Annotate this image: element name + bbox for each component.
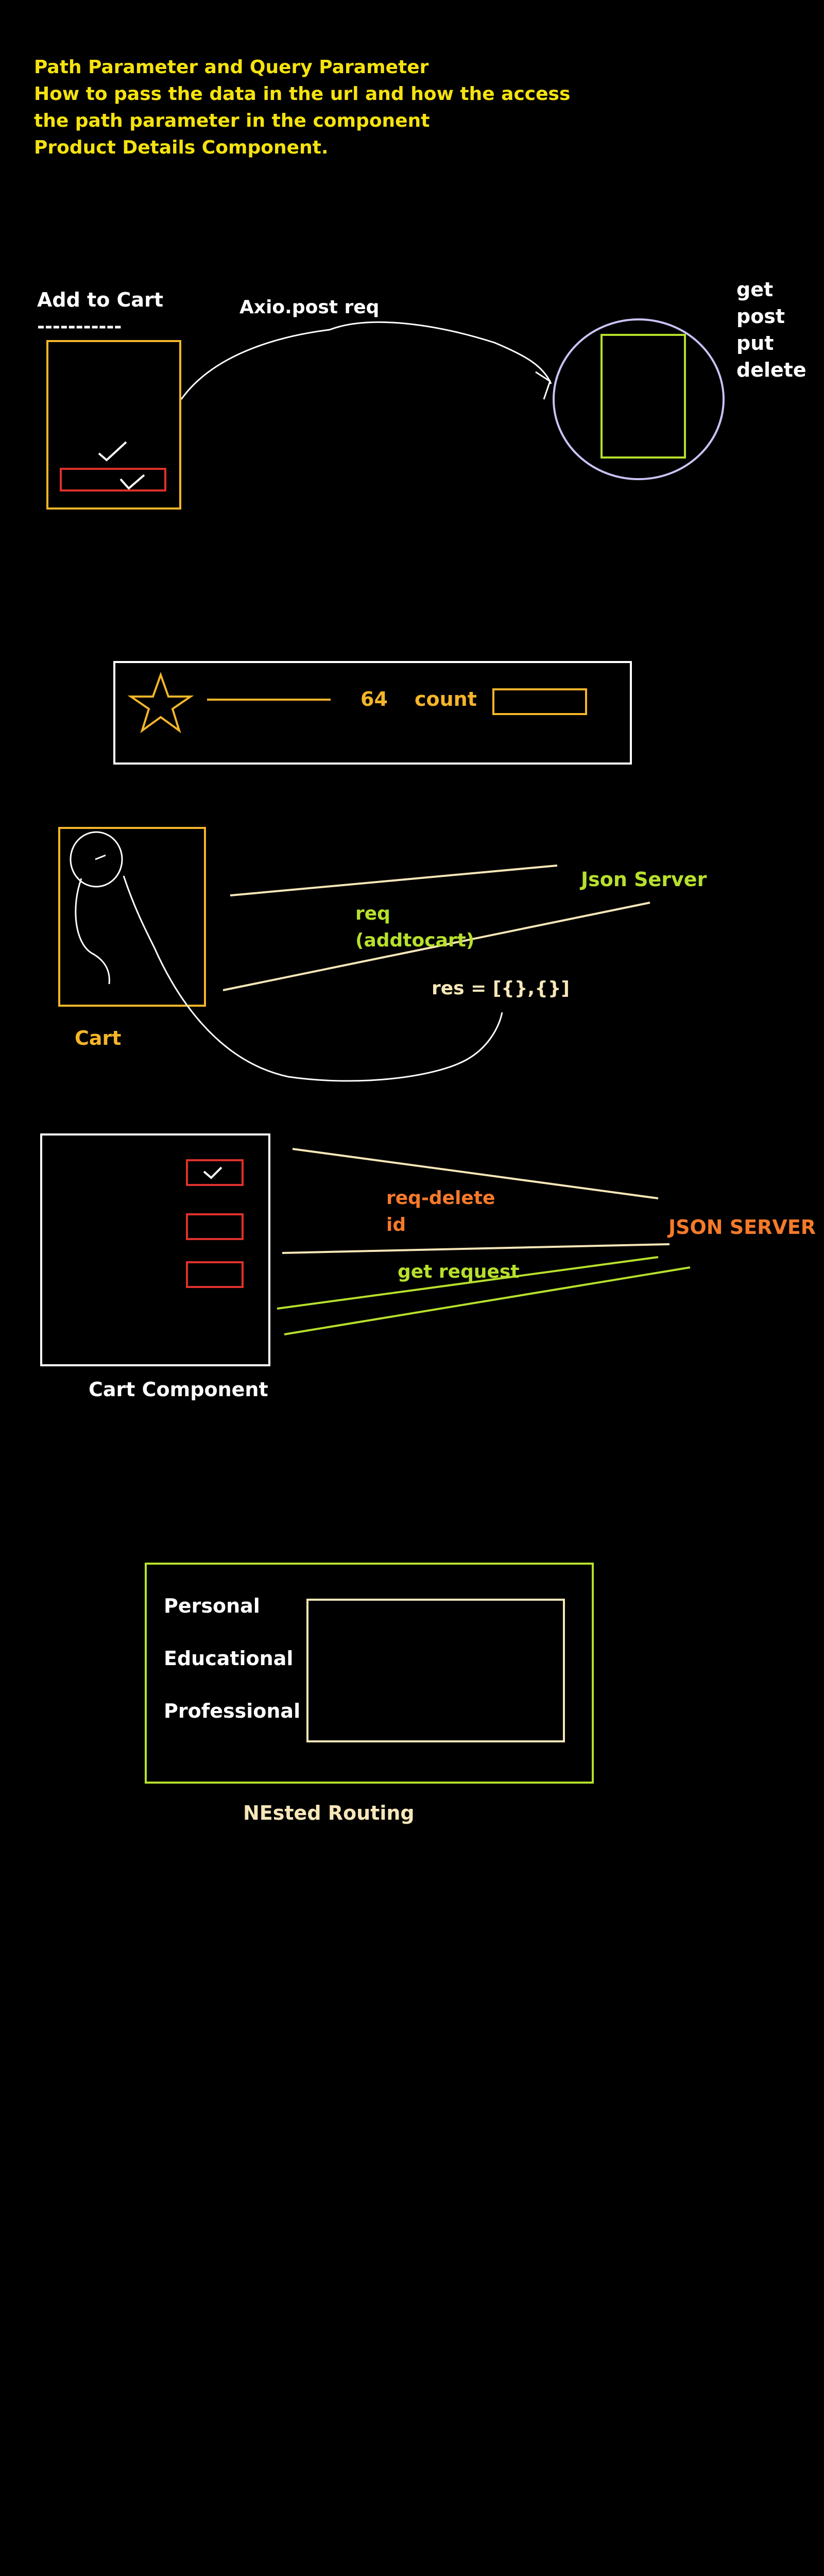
- product-count-bar: 64 count: [113, 661, 632, 765]
- add-to-cart-diagram: Add to Cart ----------- Axio.post req ge…: [37, 278, 806, 510]
- count-label: count: [415, 688, 477, 710]
- menu-item-educational: Educational: [164, 1647, 293, 1670]
- json-server-label: Json Server: [579, 868, 707, 891]
- count-value: 64: [360, 688, 388, 710]
- product-bar-box: [113, 661, 632, 765]
- delete-response-line: [282, 1243, 670, 1254]
- req-delete-label: req-delete: [386, 1188, 495, 1209]
- http-method-delete: delete: [736, 359, 806, 381]
- req-label: req: [355, 903, 390, 924]
- add-to-cart-button-sketch: [60, 468, 166, 492]
- req-addtocart-label: (addtocart): [355, 930, 474, 951]
- menu-item-professional: Professional: [164, 1700, 300, 1722]
- server-circle: [553, 318, 725, 480]
- get-request-line: [277, 1256, 659, 1310]
- http-method-post: post: [736, 305, 785, 328]
- cart-response-arc: [123, 875, 503, 1082]
- intro-line-2: How to pass the data in the url and how …: [34, 83, 570, 105]
- nested-routing-outer-box: [145, 1563, 594, 1784]
- cart-hand-squiggle: [75, 878, 110, 985]
- req-delete-id-label: id: [386, 1214, 406, 1235]
- intro-line-1: Path Parameter and Query Parameter: [34, 57, 429, 78]
- cart-component-diagram: req-delete id JSON SERVER get request Ca…: [40, 1133, 816, 1401]
- nested-outlet-box: [306, 1599, 565, 1742]
- cart-component-label: Cart Component: [89, 1378, 268, 1401]
- server-db-box: [600, 334, 686, 459]
- menu-item-personal: Personal: [164, 1595, 260, 1617]
- cart-item-box-3: [186, 1261, 244, 1288]
- res-label: res = [{},{}]: [432, 978, 570, 999]
- product-card-box: [46, 340, 181, 510]
- get-request-label: get request: [398, 1261, 520, 1282]
- axios-post-label: Axio.post req: [239, 297, 379, 318]
- star-icon: [127, 672, 194, 734]
- get-response-line: [284, 1266, 691, 1335]
- http-method-put: put: [736, 332, 774, 354]
- intro-line-3: the path parameter in the component: [34, 110, 430, 131]
- intro-line-4: Product Details Component.: [34, 137, 329, 158]
- nested-routing-diagram: Personal Educational Professional NEsted…: [145, 1563, 594, 1824]
- cart-to-server-line-bottom: [222, 902, 650, 991]
- axios-post-arrow: [180, 321, 552, 400]
- nested-routing-caption: NEsted Routing: [243, 1802, 415, 1824]
- cart-to-server-line-top: [230, 865, 558, 896]
- cart-box: [58, 827, 206, 1007]
- json-server-caps-label: JSON SERVER: [667, 1216, 816, 1239]
- cart-label: Cart: [75, 1027, 121, 1049]
- cart-json-server-diagram: Json Server req (addtocart) res = [{},{}…: [58, 827, 707, 1082]
- cart-component-box: [40, 1133, 270, 1366]
- add-to-cart-title: Add to Cart: [37, 289, 163, 311]
- check-mark-1: [98, 441, 127, 462]
- add-to-cart-underline: -----------: [37, 316, 122, 337]
- arrow-head: [535, 371, 551, 400]
- intro-notes: Path Parameter and Query Parameter How t…: [34, 57, 570, 158]
- cart-item-box-2: [186, 1213, 244, 1240]
- delete-request-line: [292, 1148, 659, 1199]
- cart-item-box-1: [186, 1159, 244, 1186]
- cart-item-check: [203, 1166, 222, 1179]
- check-mark-2: [119, 474, 145, 490]
- cart-circle: [70, 831, 123, 888]
- count-button-sketch: [492, 688, 587, 715]
- cart-tick: [95, 854, 106, 860]
- http-method-get: get: [736, 278, 773, 301]
